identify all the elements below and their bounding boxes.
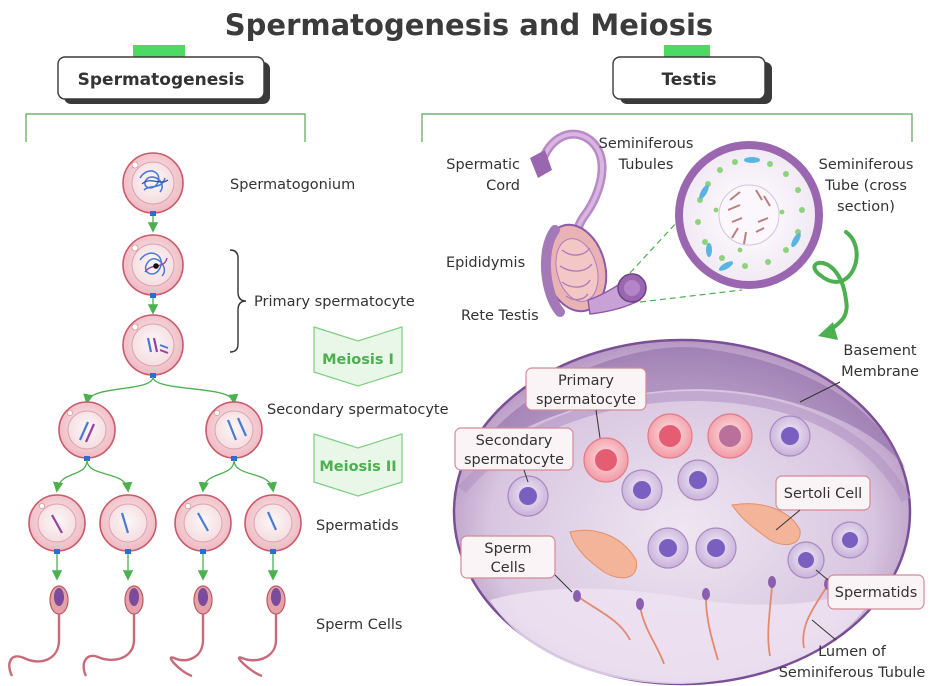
spermatid-cell (244, 494, 302, 552)
label-seminiferous-tubules-1: Seminiferous (599, 136, 694, 152)
label-secondary-spermatocyte: Secondary spermatocyte (267, 402, 449, 418)
label-seminiferous-tubules-2: Tubules (618, 157, 674, 173)
label-spermatogonium: Spermatogonium (230, 177, 355, 193)
primary-spermatocyte-cell (122, 234, 184, 296)
meiosis-2-label: Meiosis II (319, 459, 396, 475)
split-arrow (86, 459, 133, 493)
primary-bracket (229, 249, 247, 353)
testis-header-label: Testis (661, 70, 716, 90)
label-epididymis: Epididymis (446, 255, 525, 271)
label-tube-cross-section-2: Tube (cross (824, 178, 907, 194)
callout-primary-spermatocyte: Primary spermatocyte (525, 367, 647, 439)
callout-spermatids: Spermatids (815, 569, 925, 610)
callout-spermatids-label: Spermatids (835, 585, 918, 601)
meiosis-1-label: Meiosis I (322, 352, 394, 368)
callout-sperm-line-1: Sperm (484, 541, 531, 557)
callout-secondary-line-1: Secondary (476, 433, 553, 449)
label-lumen-2: Seminiferous Tubule (779, 665, 926, 681)
split-arrow (53, 459, 88, 493)
label-basement-membrane-2: Membrane (841, 364, 919, 380)
split-arrow (233, 459, 277, 493)
left-bracket-line (25, 113, 306, 142)
sperm-cell (82, 585, 144, 677)
callout-sertoli-cell: Sertoli Cell (775, 475, 871, 531)
split-arrow (152, 376, 239, 405)
testis-header: Testis (612, 45, 772, 104)
secondary-spermatocyte-cell (58, 401, 116, 459)
tubule-wall-illustration (452, 338, 912, 686)
spermatid-cell (174, 494, 232, 552)
label-primary-spermatocyte: Primary spermatocyte (254, 294, 415, 310)
label-basement-membrane-1: Basement (843, 343, 917, 359)
label-tube-cross-section-1: Seminiferous (819, 157, 914, 173)
primary-spermatocyte-cell (122, 314, 184, 376)
zoom-arrow (812, 230, 859, 334)
label-lumen-1: Lumen of (818, 644, 887, 660)
callout-secondary-line-2: spermatocyte (464, 452, 564, 468)
label-tube-cross-section-3: section) (837, 199, 895, 215)
page-title: Spermatogenesis and Meiosis (225, 8, 713, 42)
spermatid-cell (99, 494, 157, 552)
split-arrow (198, 459, 235, 493)
label-spermatids: Spermatids (316, 518, 399, 534)
label-spermatic-cord-2: Cord (486, 178, 520, 194)
label-rete-testis: Rete Testis (461, 308, 539, 324)
secondary-spermatocyte-cell (205, 401, 263, 459)
sperm-cell (238, 585, 286, 678)
callout-sperm-cells: Sperm Cells (460, 535, 573, 593)
seminiferous-tube-cross-section (675, 141, 823, 289)
sperm-cell (169, 585, 213, 678)
callout-primary-line-2: spermatocyte (536, 392, 636, 408)
spermatogenesis-header-label: Spermatogenesis (78, 70, 245, 90)
testis-illustration (530, 129, 647, 317)
callout-primary-line-1: Primary (558, 373, 614, 389)
spermatogenesis-header: Spermatogenesis (57, 45, 270, 104)
callout-secondary-spermatocyte: Secondary spermatocyte (454, 427, 574, 483)
spermatogonium-cell (122, 152, 184, 214)
meiosis-2-arrow: Meiosis II (313, 433, 403, 497)
right-bracket-line (421, 113, 913, 142)
meiosis-1-arrow: Meiosis I (313, 326, 403, 387)
callout-sperm-line-2: Cells (491, 560, 526, 576)
label-sperm-cells: Sperm Cells (316, 617, 402, 633)
split-arrow (83, 376, 154, 405)
spermatid-cell (28, 494, 86, 552)
label-spermatic-cord-1: Spermatic (446, 157, 520, 173)
sperm-cell (8, 585, 69, 677)
callout-sertoli-label: Sertoli Cell (784, 486, 862, 502)
